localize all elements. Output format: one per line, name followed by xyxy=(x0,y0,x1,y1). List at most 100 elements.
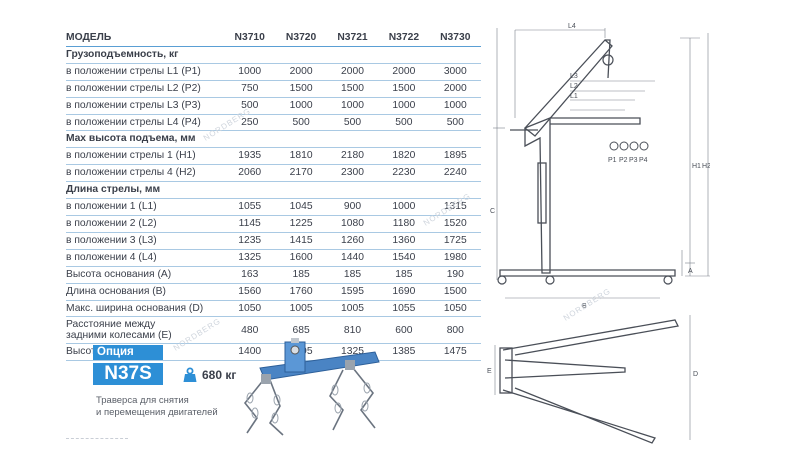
table-cell: 1005 xyxy=(341,302,364,314)
label-d: D xyxy=(693,371,698,378)
row-label: в положении 3 (L3) xyxy=(66,234,157,246)
table-cell: 1500 xyxy=(443,285,467,297)
table-cell: 1540 xyxy=(392,251,416,263)
table-cell: 1045 xyxy=(289,201,313,213)
label-l3: L3 xyxy=(570,73,578,80)
label-h2: H2 xyxy=(702,163,710,170)
table-cell: 1000 xyxy=(289,99,313,111)
table-cell: 2000 xyxy=(392,65,416,77)
table-cell: 1000 xyxy=(443,99,467,111)
table-cell: 250 xyxy=(241,116,259,128)
label-c: C xyxy=(490,208,495,215)
table-cell: 1000 xyxy=(392,201,416,213)
model-col-header: N3710 xyxy=(234,32,265,43)
table-cell: 500 xyxy=(395,116,413,128)
table-cell: 1050 xyxy=(443,302,467,314)
table-cell: 1500 xyxy=(392,82,416,94)
label-p3: P3 xyxy=(629,157,638,164)
table-cell: 810 xyxy=(343,324,362,336)
table-cell: 1595 xyxy=(341,285,364,297)
model-col-header: N3720 xyxy=(285,32,317,43)
spec-table: МОДЕЛЬ N3710 N3720 N3721 N3722 N3730 Гру… xyxy=(66,30,481,361)
table-cell: 1760 xyxy=(289,285,313,297)
table-cell: 1360 xyxy=(392,234,416,246)
model-header: МОДЕЛЬ xyxy=(66,32,112,43)
table-cell: 1980 xyxy=(443,251,467,263)
label-l1: L1 xyxy=(570,93,578,100)
table-cell: 1385 xyxy=(392,346,416,358)
table-cell: 1000 xyxy=(392,99,416,111)
table-cell: 1055 xyxy=(238,201,262,213)
table-cell: 2230 xyxy=(392,167,416,179)
label-a: A xyxy=(688,268,693,275)
table-section-row: Длина стрелы, мм xyxy=(66,182,481,199)
table-row: в положении 3 (L3) 1235 1415 1260 1360 1725 xyxy=(66,232,481,250)
table-cell: 1500 xyxy=(341,82,364,94)
table-cell: 185 xyxy=(343,268,362,280)
table-cell: 3000 xyxy=(443,65,467,77)
footer-divider xyxy=(66,438,128,439)
row-label: в положении 1 (L1) xyxy=(66,201,157,213)
table-cell: 1560 xyxy=(238,285,262,297)
option-caption-line: и перемещения двигателей xyxy=(96,407,218,418)
row-label: в положении стрелы 4 (H2) xyxy=(66,167,196,179)
row-label: Max высота подъема, мм xyxy=(66,133,196,145)
table-cell: 1080 xyxy=(341,217,364,229)
table-cell: 500 xyxy=(292,116,310,128)
row-label: в положении 2 (L2) xyxy=(66,217,157,229)
table-cell: 500 xyxy=(343,116,362,128)
table-cell: 1235 xyxy=(238,234,262,246)
table-cell: 1180 xyxy=(392,217,415,229)
table-cell: 1000 xyxy=(238,65,262,77)
table-cell: 1600 xyxy=(289,251,313,263)
table-section-row: Max высота подъема, мм xyxy=(66,131,481,148)
model-col-header: N3722 xyxy=(388,32,420,43)
table-cell: 190 xyxy=(446,268,464,280)
table-cell: 1810 xyxy=(289,150,313,162)
table-cell: 2170 xyxy=(289,167,313,179)
row-label: в положении стрелы L3 (P3) xyxy=(66,99,201,111)
table-cell: 685 xyxy=(292,324,310,336)
table-cell: 1475 xyxy=(443,346,467,358)
table-cell: 500 xyxy=(446,116,464,128)
table-cell: 1415 xyxy=(289,234,313,246)
row-label: Высота основания (A) xyxy=(66,268,172,280)
table-cell: 1145 xyxy=(238,217,261,229)
table-cell: 163 xyxy=(241,268,259,280)
table-cell: 1325 xyxy=(341,346,364,358)
row-label: в положении стрелы L1 (P1) xyxy=(66,65,201,77)
table-cell: 750 xyxy=(241,82,259,94)
option-weight: 680 кг xyxy=(202,368,237,382)
row-label-line: задними колесами (E) xyxy=(66,330,172,342)
table-cell: 1400 xyxy=(238,346,262,358)
table-cell: 185 xyxy=(292,268,310,280)
table-cell: 1895 xyxy=(443,150,467,162)
label-h1: H1 xyxy=(692,163,701,170)
row-label: в положении стрелы L2 (P2) xyxy=(66,82,201,94)
table-cell: 1935 xyxy=(238,150,262,162)
table-cell: 1725 xyxy=(443,234,467,246)
label-b: B xyxy=(582,303,587,310)
label-l4: L4 xyxy=(568,23,576,30)
option-caption-line: Траверса для снятия xyxy=(96,395,189,406)
table-cell: 2000 xyxy=(443,82,467,94)
table-cell: 1325 xyxy=(238,251,262,263)
row-label-line: Расстояние между xyxy=(66,318,156,330)
model-col-header: N3721 xyxy=(337,32,368,43)
table-cell: 1225 xyxy=(289,217,313,229)
table-cell: 2000 xyxy=(289,65,313,77)
row-label: Грузоподъемность, кг xyxy=(66,48,179,60)
table-cell: 1000 xyxy=(341,99,364,111)
table-cell: 1500 xyxy=(289,82,313,94)
label-e: E xyxy=(487,368,492,375)
table-cell: 1260 xyxy=(341,234,364,246)
